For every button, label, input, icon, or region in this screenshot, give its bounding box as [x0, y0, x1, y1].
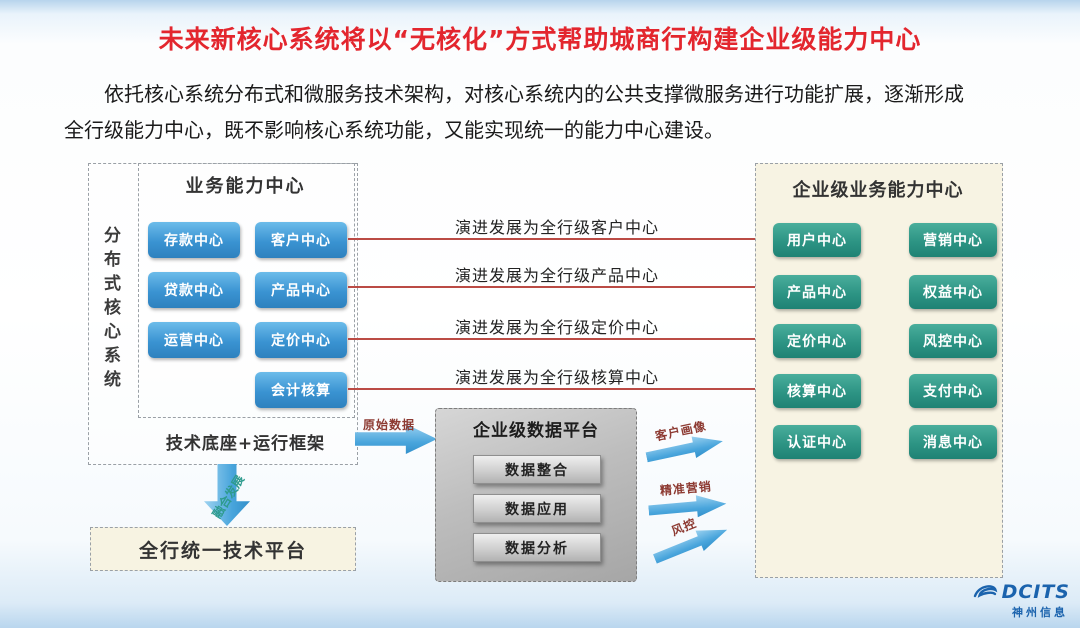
pricing-center-button: 定价中心	[255, 322, 347, 358]
evolution-arrow-customer: 演进发展为全行级客户中心	[348, 214, 768, 244]
data-analysis-item: 数据分析	[473, 533, 601, 562]
deposit-center-button: 存款中心	[148, 222, 240, 258]
distributed-core-panel	[88, 163, 358, 465]
company-logo: DCITS 神州信息	[958, 581, 1070, 620]
dcits-swoosh-icon	[973, 585, 997, 598]
page-title: 未来新核心系统将以“无核化”方式帮助城商行构建企业级能力中心	[158, 25, 922, 54]
logo-brand-text: DCITS	[1001, 581, 1070, 603]
customer-profile-arrow: 客户画像	[641, 414, 726, 469]
user-center-button: 用户中心	[773, 223, 861, 257]
data-platform-title: 企业级数据平台	[473, 421, 599, 441]
evolution-line	[348, 234, 768, 244]
enterprise-capability-title: 企业级业务能力中心	[792, 180, 964, 201]
accounting-button: 会计核算	[255, 372, 347, 408]
enterprise-product-center-button: 产品中心	[773, 275, 861, 309]
precision-marketing-label: 精准营销	[659, 479, 713, 498]
marketing-center-button: 营销中心	[909, 223, 997, 257]
enterprise-accounting-center-button: 核算中心	[773, 374, 861, 408]
business-capability-title: 业务能力中心	[185, 176, 306, 197]
logo-company-text: 神州信息	[1012, 606, 1068, 619]
raw-data-label: 原始数据	[363, 418, 416, 432]
data-integration-item: 数据整合	[473, 455, 601, 484]
payment-center-button: 支付中心	[909, 374, 997, 408]
intro-line-1: 依托核心系统分布式和微服务技术架构，对核心系统内的公共支撑微服务进行功能扩展，逐…	[104, 82, 964, 106]
message-center-button: 消息中心	[909, 425, 997, 459]
enterprise-pricing-center-button: 定价中心	[773, 324, 861, 358]
evolution-arrow-pricing: 演进发展为全行级定价中心	[348, 314, 768, 344]
evolution-label: 演进发展为全行级定价中心	[454, 318, 659, 337]
raw-data-arrow: 原始数据	[355, 416, 437, 456]
loan-center-button: 贷款中心	[148, 272, 240, 308]
product-center-button: 产品中心	[255, 272, 347, 308]
evolution-line	[348, 384, 768, 394]
intro-line-2: 全行级能力中心，既不影响核心系统功能，又能实现统一的能力中心建设。	[64, 118, 724, 142]
intro-paragraph: 依托核心系统分布式和微服务技术架构，对核心系统内的公共支撑微服务进行功能扩展，逐…	[64, 76, 1016, 148]
customer-center-button: 客户中心	[255, 222, 347, 258]
fusion-arrow: 融合发展	[202, 464, 252, 526]
evolution-label: 演进发展为全行级客户中心	[454, 218, 659, 237]
evolution-line	[348, 282, 768, 292]
evolution-label: 演进发展为全行级产品中心	[454, 266, 659, 285]
evolution-arrow-accounting: 演进发展为全行级核算中心	[348, 364, 768, 394]
evolution-label: 演进发展为全行级核算中心	[454, 368, 659, 387]
tech-base-label: 技术底座+运行框架	[165, 434, 326, 454]
data-application-item: 数据应用	[473, 494, 601, 523]
unified-platform-box: 全行统一技术平台	[90, 527, 356, 571]
auth-center-button: 认证中心	[773, 425, 861, 459]
logo-row: DCITS	[958, 581, 1070, 603]
distributed-core-label: 分布式核心系统	[100, 226, 120, 394]
rights-center-button: 权益中心	[909, 275, 997, 309]
operations-center-button: 运营中心	[148, 322, 240, 358]
evolution-arrow-product: 演进发展为全行级产品中心	[348, 262, 768, 292]
risk-center-button: 风控中心	[909, 324, 997, 358]
evolution-line	[348, 334, 768, 344]
